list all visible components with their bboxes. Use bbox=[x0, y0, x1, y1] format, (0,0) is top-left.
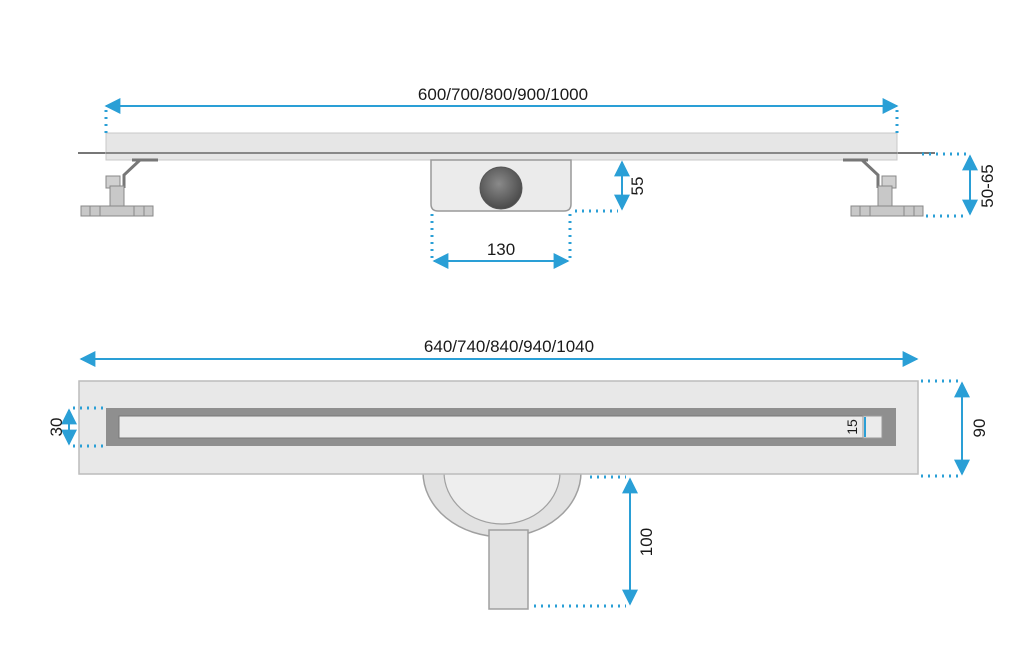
total-height-dimension: 50-65 bbox=[922, 152, 997, 218]
side-elevation-view: 600/700/800/900/1000 130 55 50-65 bbox=[78, 85, 997, 269]
total-height-label: 50-65 bbox=[978, 164, 997, 207]
width-dimension: 90 bbox=[921, 379, 989, 478]
length-dimension-bottom: 640/740/840/940/1040 bbox=[79, 337, 919, 367]
slot-inner-dimension: 15 bbox=[844, 417, 866, 437]
plan-view: 640/740/840/940/1040 90 30 15 100 bbox=[47, 337, 989, 610]
outlet-depth-dimension: 100 bbox=[534, 475, 656, 608]
length-dimension-top: 600/700/800/900/1000 bbox=[104, 85, 899, 133]
outlet-bowl bbox=[422, 471, 582, 610]
channel-body bbox=[105, 132, 898, 161]
outlet-width-dimension: 130 bbox=[430, 214, 572, 269]
slot-inner-label: 15 bbox=[844, 419, 860, 435]
right-mounting-bracket bbox=[843, 158, 924, 217]
outlet-depth-label: 100 bbox=[637, 528, 656, 556]
left-mounting-bracket bbox=[80, 158, 158, 217]
outlet-width-label: 130 bbox=[487, 240, 515, 259]
slot-opening bbox=[118, 415, 883, 439]
outlet-height-dimension: 55 bbox=[575, 160, 647, 213]
slot-width-dimension: 30 bbox=[47, 406, 104, 448]
width-label: 90 bbox=[970, 419, 989, 438]
outlet-pipe bbox=[488, 529, 529, 610]
outlet-height-label: 55 bbox=[628, 177, 647, 196]
outlet-box bbox=[430, 159, 572, 212]
bottom-length-label: 640/740/840/940/1040 bbox=[424, 337, 594, 356]
slot-width-label: 30 bbox=[47, 418, 66, 437]
top-length-label: 600/700/800/900/1000 bbox=[418, 85, 588, 104]
outlet-pipe-circle bbox=[479, 166, 523, 210]
